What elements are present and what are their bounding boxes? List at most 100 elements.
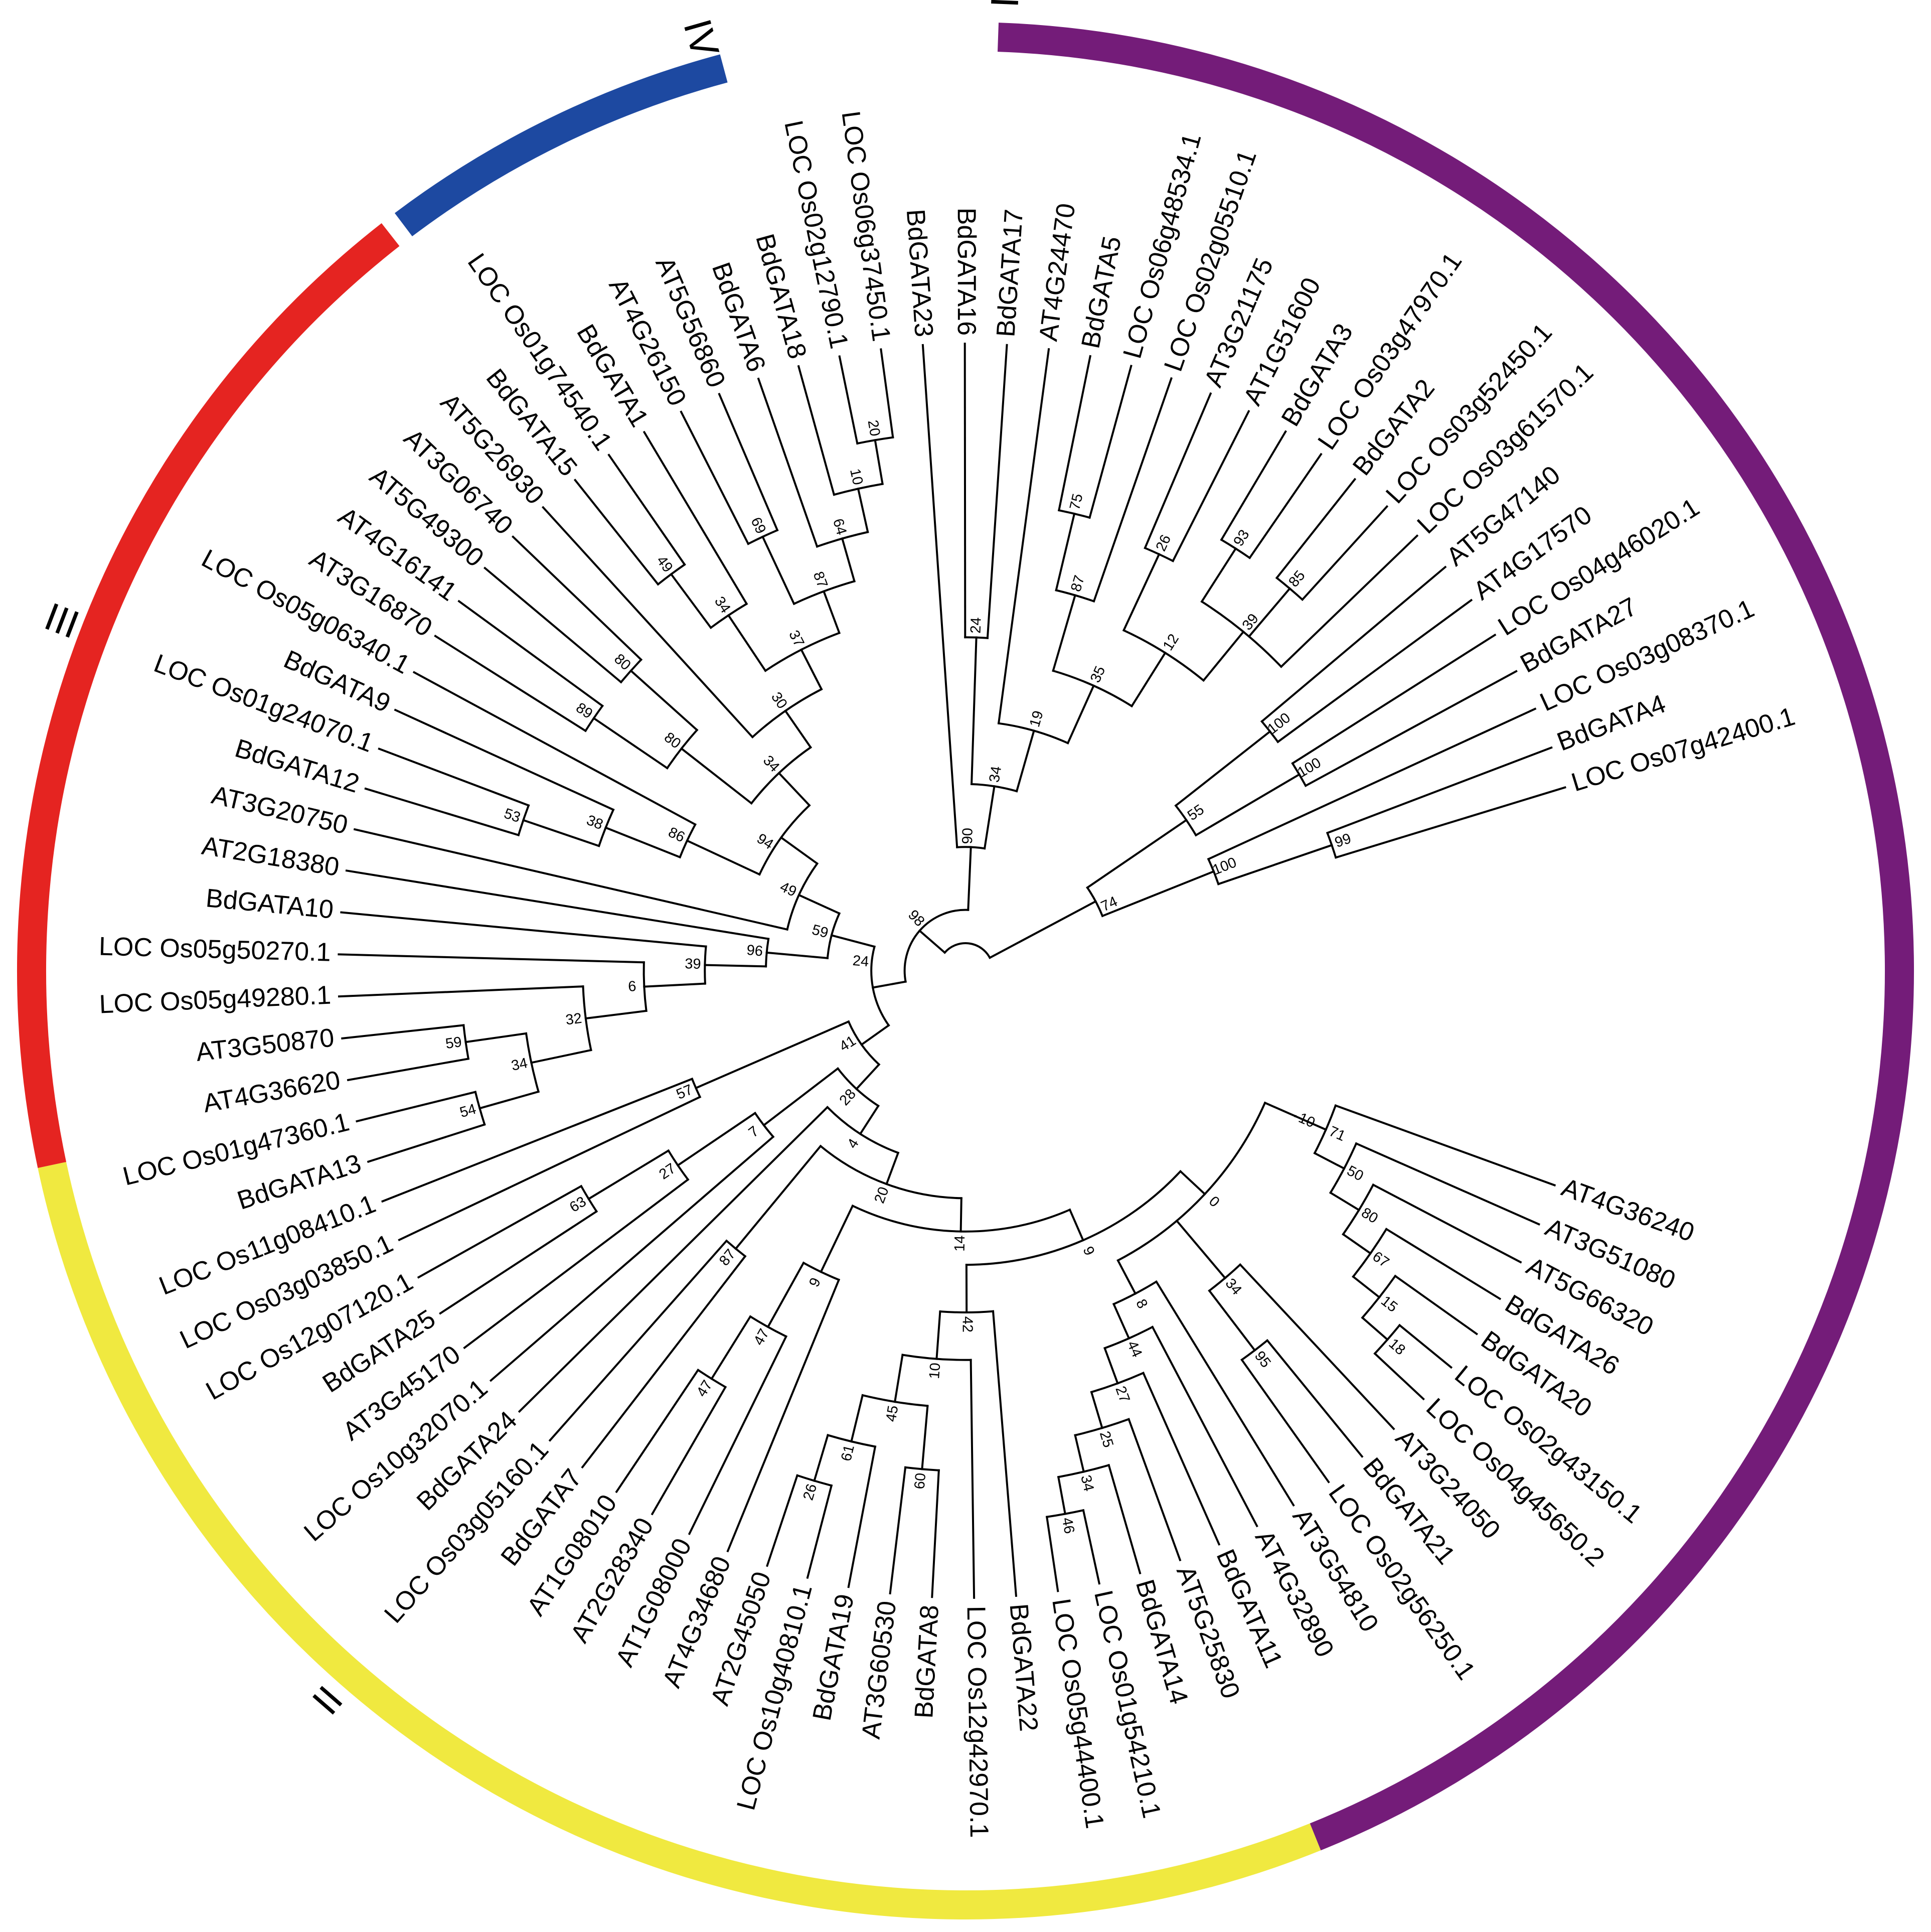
branch-arc-cIIIa [971,783,1018,793]
branch-loc-os04g45650-2 [1373,1352,1425,1401]
branch-cIIb6 [478,1090,540,1110]
bootstrap-cIIa4: 37 [785,628,807,649]
branch-cId [885,1151,900,1185]
branch-arc-cIIb1 [704,945,707,985]
branch-bdgata15 [573,479,660,586]
branch-arc-cIIa2 [750,746,813,805]
branch-arc-cIIb4 [525,1032,540,1093]
branch-cIf3 [893,1354,904,1403]
branch-loc-os02g05510-1 [1092,377,1173,603]
branch-bdgata16 [963,342,967,639]
branch-bdgata22 [992,1310,1018,1597]
branch-arc-cIIa [786,862,819,931]
leaf-loc-os05g49280-1: LOC Os05g49280.1 [99,981,332,1019]
branch-bdgata9 [394,708,615,811]
branch-at5g66320 [1372,1183,1522,1264]
branch-at3g60530 [889,1466,907,1595]
branch-bdgata19 [847,1445,877,1588]
branch-cIg3 [1103,1347,1119,1385]
branch-cIIa11 [670,572,713,629]
leaf-bdgata5: BdGATA5 [1076,234,1127,351]
branch-arc-cIIa1 [758,804,811,876]
bootstrap-cIf: 9 [1079,1244,1097,1258]
branch-cIf2 [935,1310,941,1360]
bootstrap-cIIb3: 32 [565,1010,583,1028]
branch-arc-cIf1 [939,1310,995,1313]
branch-at3g50870 [341,1024,465,1040]
bootstrap-cIIa3: 30 [768,689,790,712]
branch-at4g36620 [347,1058,470,1082]
branch-arc-cIIIa4 [1200,600,1283,668]
branch-at5g26930 [541,506,754,739]
branch-cIb2 [676,1111,757,1167]
branch-cIIa5 [822,590,841,635]
branch-loc-os03g03850-1 [398,1095,702,1242]
branch-cIIIa1 [1015,729,1035,793]
branch-at4g26150 [680,410,750,545]
bootstrap-cIg11: 50 [1344,1162,1366,1184]
branch-at2g18380 [345,869,770,940]
branch-loc-os03g61570-1 [1279,534,1419,668]
bootstrap-cIf2: 10 [926,1362,943,1380]
leaf-at4g24470: AT4G24470 [1034,202,1081,343]
branch-bdgata1 [642,430,748,606]
branch-bdgata7 [581,1255,747,1469]
branch-arc-cIg [1116,1101,1266,1262]
branch-cIIb3 [584,1009,648,1020]
branch-arc-cIe [851,1204,1071,1233]
branch-arc-cIg1 [1112,1280,1158,1306]
branch-cIIa2 [777,772,811,807]
branch-cIg8 [1208,1289,1256,1352]
branch-loc-os06g48534-1 [1088,364,1133,519]
branch-cIe1 [820,1204,854,1273]
branch-arc-cIIa12 [666,728,699,770]
leaf-bdgata17: BdGATA17 [991,208,1029,338]
branch-cId1 [734,1144,822,1250]
branch-arc-cI [847,1020,881,1066]
bootstrap-cIg: 0 [1206,1193,1223,1210]
branch-bdgata24 [518,1106,829,1413]
bootstrap-cIg3: 27 [1112,1384,1133,1405]
branch-loc-os03g47970-1 [1248,453,1323,559]
branch-cIb3 [587,1149,670,1201]
branch-cIIb1 [704,964,767,968]
branch-loc-os01g24070-1 [378,748,530,807]
bootstrap-cIg9: 10 [1296,1110,1317,1131]
branch-arc-cIg2 [1103,1325,1154,1350]
branch-cIf6 [921,1405,929,1470]
branch-cIf4 [850,1394,864,1443]
branch-at4g36240 [1334,1104,1556,1187]
branch-cIIIa2 [1066,684,1095,745]
branch-bdgata17 [986,344,1008,639]
branch-cIVa [1101,870,1215,918]
branch-arc-cIIIa2 [1052,669,1134,708]
branch-bdgata18 [797,365,836,496]
leaf-bdgata23: BdGATA23 [901,208,938,338]
branch-cIIb2 [643,982,706,988]
branch-cIg5 [1074,1434,1085,1473]
bootstrap-cIIa10: 34 [711,593,734,616]
bootstrap-cIIa15: 86 [666,824,687,846]
branch-cIIIa3 [1130,651,1167,708]
branch-cIg10 [1294,1115,1328,1131]
branch-at5g47140 [1260,565,1447,723]
bootstrap-cIg2: 44 [1124,1339,1145,1360]
branch-bdgata12 [364,787,520,837]
leaf-bdgata19: BdGATA19 [808,1592,860,1723]
bootstrap-cIIb: 96 [746,942,763,960]
bootstrap-cIb2: 27 [657,1160,679,1183]
bootstrap-cIIb6: 54 [458,1101,478,1121]
branch-arc-cIIa3 [751,688,823,739]
branch-at1g08000 [688,1335,788,1535]
branch-at2g28340 [651,1386,727,1516]
bootstrap-cIIIa9: 75 [1067,492,1086,512]
branch-at3g54810 [1155,1280,1295,1507]
branch-cIIIa9 [1055,512,1076,591]
bootstrap-cIII: 90 [959,828,976,844]
leaf-bdgata8: BdGATA8 [909,1604,944,1719]
branch-cIc [859,1104,880,1135]
branch-cIe2 [766,1261,805,1328]
clade-ring-ii [38,1162,1321,1919]
branch-cIVb [1086,818,1188,889]
bootstrap-cIV: 74 [1098,894,1120,915]
